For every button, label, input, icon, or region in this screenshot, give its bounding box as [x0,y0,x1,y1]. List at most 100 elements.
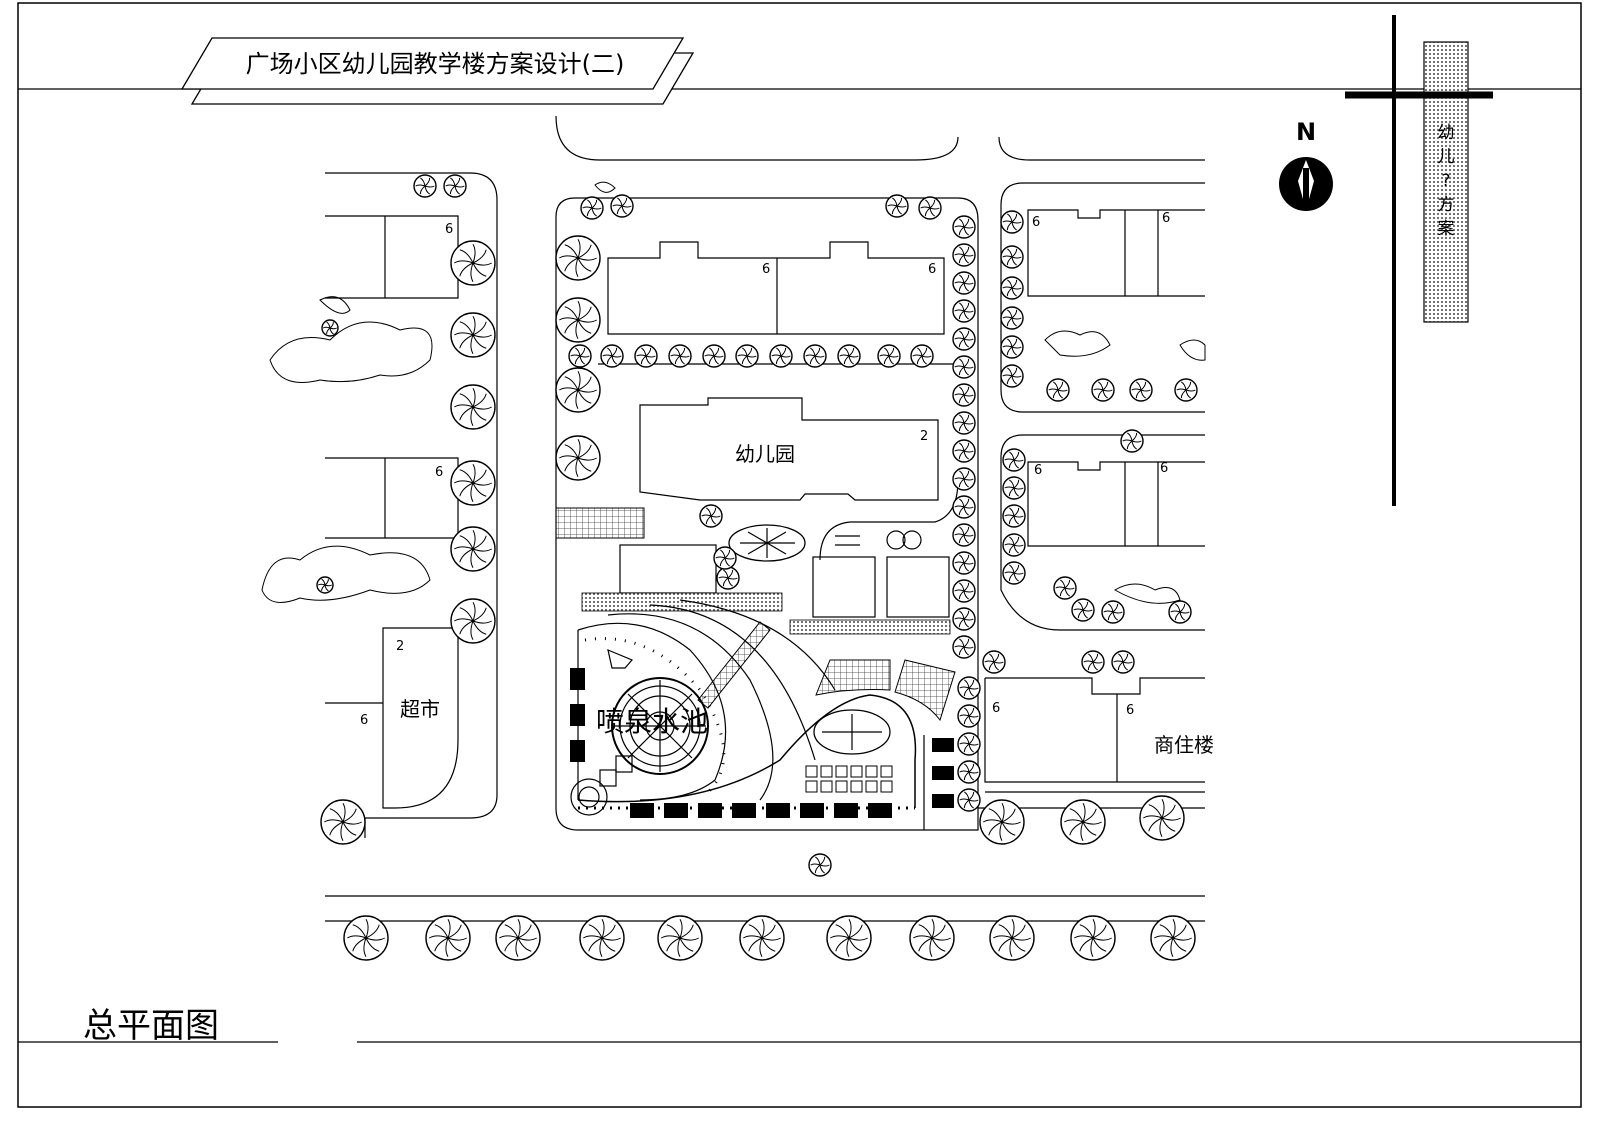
tree-icon [713,546,737,570]
tree-icon [702,344,726,368]
sheet-frame [17,2,1582,1108]
tree-icon [699,504,723,528]
tree-icon [1000,335,1024,359]
tree-icon [1150,915,1196,961]
floors-west-mid: 6 [435,465,443,480]
tree-icon [1091,378,1115,402]
planter-box [570,668,585,690]
flower-bed [865,765,878,778]
tree-icon [668,344,692,368]
tree-icon [952,271,976,295]
planter-box [570,704,585,726]
roads [325,115,1205,922]
flower-bed [880,765,893,778]
planter-box [664,803,688,818]
tree-icon [320,799,366,845]
tree-icon [989,915,1035,961]
tree-icon [957,760,981,784]
tree-icon [952,411,976,435]
tree-icon [555,367,601,413]
tree-icon [803,344,827,368]
tree-icon [952,579,976,603]
planter-box [932,794,954,808]
floors-east-top-right: 6 [1162,211,1170,226]
tree-icon [1120,429,1144,453]
tree-icon [735,344,759,368]
tree-icon [1168,600,1192,624]
side-label-char: ? [1441,171,1450,191]
tree-icon [1101,600,1125,624]
tree-icon [634,344,658,368]
tree-icon [885,194,909,218]
tree-icon [1000,364,1024,388]
tree-icon [1000,245,1024,269]
tree-icon [952,355,976,379]
side-label-char: 案 [1438,219,1455,239]
tree-icon [910,344,934,368]
tree-icon [1002,561,1026,585]
planter-box [698,803,722,818]
tree-icon [568,344,592,368]
tree-icon [1111,650,1135,674]
title-banner: 广场小区幼儿园教学楼方案设计(二) [180,37,695,105]
trees [316,174,1198,961]
tree-icon [1060,799,1106,845]
north-label: N [1296,118,1316,146]
tree-icon [1002,533,1026,557]
tree-icon [1002,476,1026,500]
tree-icon [957,676,981,700]
tree-icon [450,240,496,286]
tree-icon [952,495,976,519]
building-commercial [984,677,1205,783]
tree-icon [979,799,1025,845]
tree-icon [957,732,981,756]
planter-box [834,803,858,818]
flower-bed [835,765,848,778]
fountain-pool [611,677,709,775]
tree-icon [952,327,976,351]
tree-icon [837,344,861,368]
tree-icon [952,467,976,491]
side-label-char: 儿 [1438,147,1455,167]
floors-kindergarten: 2 [920,429,928,444]
tree-icon [600,344,624,368]
tree-icon [952,439,976,463]
tree-icon [343,915,389,961]
tree-icon [316,576,334,594]
side-label-char: 方 [1438,195,1455,215]
tree-icon [579,915,625,961]
tree-icon [580,196,604,220]
planter-box [766,803,790,818]
planter-box [630,803,654,818]
flower-bed [820,765,833,778]
side-label-text: 幼儿?方案 [1438,123,1455,239]
tree-icon [450,312,496,358]
tree-icon [1174,378,1198,402]
tree-icon [739,915,785,961]
tree-icon [657,915,703,961]
sheet-title: 广场小区幼儿园教学楼方案设计(二) [246,50,625,78]
tree-icon [957,788,981,812]
shrub-groups [261,181,1206,604]
tree-icon [1000,276,1024,300]
flower-bed [850,765,863,778]
tree-icon [918,196,942,220]
planter-box [868,803,892,818]
tree-icon [1002,504,1026,528]
tree-icon [495,915,541,961]
flower-bed [820,780,833,793]
tree-icon [952,607,976,631]
planter-boxes [570,668,954,818]
flower-bed [850,780,863,793]
tree-icon [1046,378,1070,402]
tree-icon [1081,650,1105,674]
floors-supermarket-side: 6 [360,713,368,728]
labels: 幼儿园 超市 喷泉水池 商住楼 总平面图 6 6 2 6 6 6 2 6 6 6… [83,211,1214,1046]
drawing-name: 总平面图 [83,1006,219,1046]
tree-icon [826,915,872,961]
tree-icon [952,551,976,575]
tree-icon [1129,378,1153,402]
tree-icon [450,460,496,506]
tree-icon [443,174,467,198]
